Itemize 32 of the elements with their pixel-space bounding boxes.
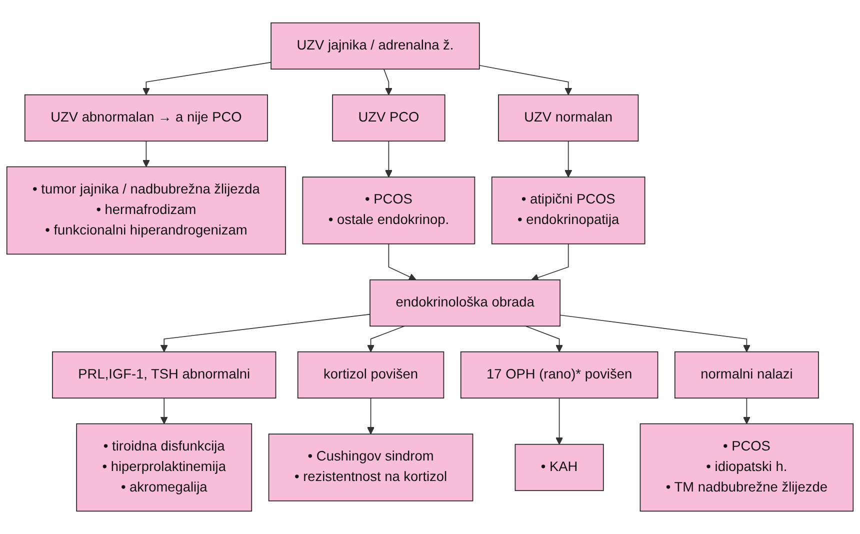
arrow — [525, 326, 564, 352]
node-box: UZV jajnika / adrenalna ž. — [270, 22, 480, 70]
arrow — [367, 326, 405, 352]
node-box: UZV PCO — [332, 94, 446, 142]
node-box: endokrinološka obrada — [370, 279, 561, 327]
node-box: normalni nalazi — [674, 351, 819, 398]
arrow — [531, 243, 569, 282]
node-box: PRL,IGF-1, TSH abnormalni — [52, 351, 276, 398]
arrow — [160, 314, 370, 352]
arrow — [388, 243, 416, 280]
node-box: • tumor jajnika / nadbubrežna žlijezda • hermafrodizam • funkcionalni hiperandrogenizam — [6, 166, 286, 255]
node-box: • PCOS • ostale endokrinop. — [302, 176, 476, 244]
node-box: • PCOS • idiopatski h. • TM nadbubrežne žlijezde — [640, 423, 854, 512]
arrow — [478, 64, 572, 96]
arrow — [556, 398, 564, 445]
node-box: • atipični PCOS • endokrinopatija — [491, 176, 646, 244]
arrow — [142, 140, 150, 168]
node-box: kortizol povišen — [297, 351, 444, 398]
node-box: • tiroidna disfunkcija • hiperprolaktinemija • akromegalija — [76, 423, 252, 512]
node-box: • Cushingov sindrom • rezistentnost na kortizol — [268, 434, 474, 502]
arrow — [560, 314, 750, 352]
arrow — [142, 62, 272, 96]
arrow — [384, 140, 392, 178]
arrow — [383, 68, 392, 96]
node-box: UZV abnormalan → a nije PCO — [24, 94, 268, 142]
arrow — [160, 398, 168, 424]
arrow — [742, 398, 750, 424]
node-box: • KAH — [514, 444, 604, 492]
node-box: 17 OPH (rano)* povišen — [460, 351, 658, 398]
arrow — [367, 398, 375, 434]
arrow — [564, 140, 572, 178]
node-box: UZV normalan — [498, 94, 639, 142]
